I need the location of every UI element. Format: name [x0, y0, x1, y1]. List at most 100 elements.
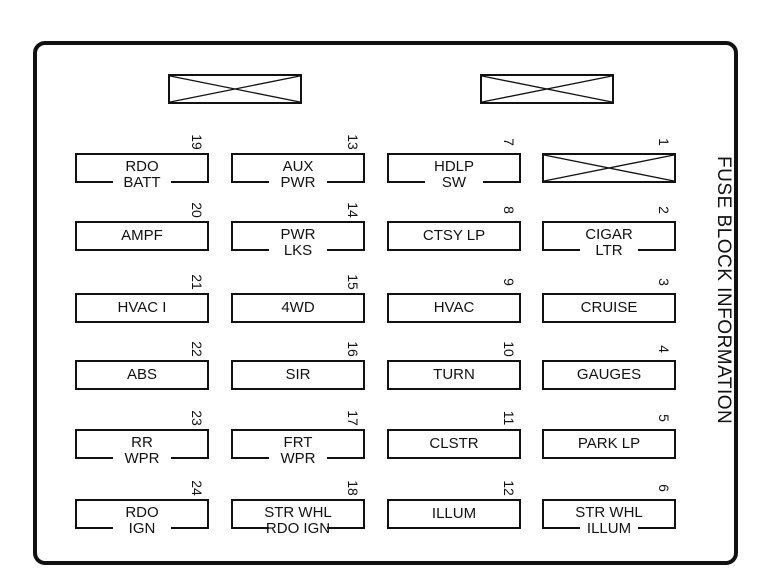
fuse-label-line1: RDO: [125, 504, 159, 521]
fuse-label-line1: AUX: [282, 158, 314, 175]
fuse-outline: [75, 499, 209, 529]
fuse-outline: [231, 293, 365, 323]
fuse-outline: [231, 429, 365, 459]
fuse-label-line2: RDO IGN: [265, 520, 331, 537]
fuse-label-line1: AMPF: [121, 227, 163, 244]
fuse-outline: [231, 499, 365, 529]
fuse-number: 15: [345, 274, 361, 290]
fuse-number: 21: [189, 274, 205, 290]
fuse-slot: GAUGES: [542, 360, 676, 390]
fuse-label-line1: CLSTR: [429, 435, 479, 452]
fuse-label-line1: STR WHL: [264, 504, 332, 521]
fuse-label-line1: RR: [131, 434, 153, 451]
fuse-number: 20: [189, 202, 205, 218]
fuse-label-line1: ILLUM: [431, 505, 477, 522]
fuse-number: 13: [345, 134, 361, 150]
fuse-number: 17: [345, 410, 361, 426]
empty-slot-x-icon: [170, 76, 300, 102]
fuse-number: 9: [501, 278, 517, 286]
fuse-label-line1: CIGAR: [585, 226, 633, 243]
fuse-outline: [387, 293, 521, 323]
fuse-slot: CTSY LP: [387, 221, 521, 251]
fuse-slot: CLSTR: [387, 429, 521, 459]
fuse-label-line2: ILLUM: [586, 520, 632, 537]
fuse-number: 14: [345, 202, 361, 218]
fuse-label-line2: WPR: [280, 450, 316, 467]
fuse-slot: TURN: [387, 360, 521, 390]
empty-slot-x-icon: [544, 155, 674, 181]
fuse-number: 3: [656, 278, 672, 286]
fuse-number: 11: [501, 410, 517, 426]
fuse-number: 19: [189, 134, 205, 150]
fuse-label-line1: 4WD: [281, 299, 315, 316]
fuse-number: 16: [345, 341, 361, 357]
fuse-number: 12: [501, 480, 517, 496]
fuse-number: 1: [656, 138, 672, 146]
fuse-label-line2: PWR: [280, 174, 316, 191]
spare-slot-left: [168, 74, 302, 104]
fuse-slot: PARK LP: [542, 429, 676, 459]
fuse-outline: [387, 221, 521, 251]
fuse-slot: 4WD: [231, 293, 365, 323]
fuse-number: 4: [656, 345, 672, 353]
fuse-label-line1: STR WHL: [575, 504, 643, 521]
fuse-number: 8: [501, 206, 517, 214]
fuse-outline: [542, 499, 676, 529]
fuse-label-line1: HVAC: [433, 299, 475, 316]
fuse-slot: HVAC I: [75, 293, 209, 323]
fuse-label-line2: SW: [441, 174, 467, 191]
fuse-number: 24: [189, 480, 205, 496]
fuse-outline: [231, 221, 365, 251]
fuse-outline: [387, 360, 521, 390]
fuse-label-line2: LTR: [595, 242, 623, 259]
fuse-label-line1: TURN: [433, 366, 475, 383]
spare-slot-right: [480, 74, 614, 104]
fuse-label-line1: FRT: [283, 434, 313, 451]
fuse-slot-empty: [542, 153, 676, 183]
fuse-number: 22: [189, 341, 205, 357]
fuse-label-line2: LKS: [283, 242, 313, 259]
fuse-slot: ILLUM: [387, 499, 521, 529]
fuse-outline: [231, 360, 365, 390]
fuse-outline: [542, 293, 676, 323]
fuse-outline: [387, 429, 521, 459]
fuse-number: 23: [189, 410, 205, 426]
fuse-outline: [387, 499, 521, 529]
fuse-number: 2: [656, 206, 672, 214]
fuse-outline: [231, 153, 365, 183]
fuse-label-line1: RDO: [125, 158, 159, 175]
empty-slot-x-icon: [482, 76, 612, 102]
fuse-outline: [75, 221, 209, 251]
fuse-number: 18: [345, 480, 361, 496]
fuse-label-line1: HVAC I: [117, 299, 167, 316]
fuse-slot: CRUISE: [542, 293, 676, 323]
fuse-number: 6: [656, 484, 672, 492]
fuse-label-line2: BATT: [123, 174, 161, 191]
fuse-number: 7: [501, 138, 517, 146]
fuse-slot: ABS: [75, 360, 209, 390]
fuse-label-line2: WPR: [124, 450, 160, 467]
fuse-label-line2: IGN: [128, 520, 156, 537]
fuse-outline: [542, 429, 676, 459]
fuse-slot: SIR: [231, 360, 365, 390]
fuse-label-line1: CTSY LP: [422, 227, 486, 244]
fuse-outline: [542, 221, 676, 251]
diagram-title: FUSE BLOCK INFORMATION: [713, 156, 734, 425]
fuse-outline: [542, 360, 676, 390]
fuse-label-line1: PWR: [280, 226, 316, 243]
fuse-block-frame: [33, 41, 738, 565]
fuse-outline: [75, 153, 209, 183]
fuse-outline: [75, 360, 209, 390]
fuse-label-line1: CRUISE: [580, 299, 638, 316]
fuse-label-line1: PARK LP: [577, 435, 641, 452]
